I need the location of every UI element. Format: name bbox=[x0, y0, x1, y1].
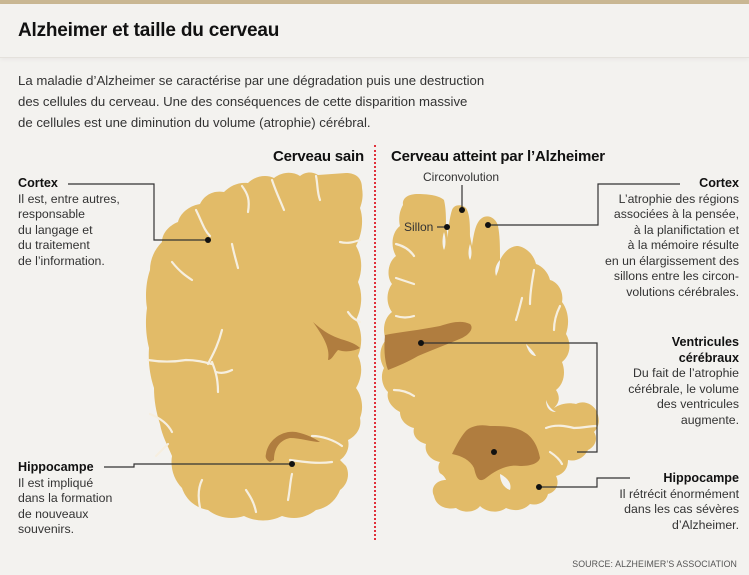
intro-line: La maladie d’Alzheimer se caractérise pa… bbox=[18, 73, 485, 88]
page-title: Alzheimer et taille du cerveau bbox=[18, 20, 280, 41]
alzheimer-hippocampus-label: Hippocampe Il rétrécit énormément dans l… bbox=[589, 471, 739, 533]
label-line: sillons entre les circon- bbox=[613, 269, 739, 283]
intro-line: de cellules est une diminution du volume… bbox=[18, 115, 371, 130]
alzheimer-cortex-label: Cortex L’atrophie des régions associées … bbox=[579, 176, 739, 300]
source-credit: SOURCE: ALZHEIMER’S ASSOCIATION bbox=[572, 559, 737, 569]
leader-dots bbox=[205, 207, 542, 490]
header: Alzheimer et taille du cerveau bbox=[0, 4, 749, 58]
label-line: à la planifictation et bbox=[633, 222, 739, 237]
label-line: de l’information. bbox=[18, 253, 105, 268]
label-line: Il rétrécit énormément bbox=[619, 486, 739, 501]
label-heading: cérébraux bbox=[678, 350, 739, 365]
ventricles-label: Ventricules cérébraux Du fait de l’atrop… bbox=[599, 335, 739, 428]
label-line: dans les cas sévères bbox=[624, 502, 739, 516]
label-line: du traitement bbox=[18, 238, 90, 252]
label-line: associées à la pensée, bbox=[613, 207, 739, 221]
alzheimer-brain-title: Cerveau atteint par l’Alzheimer bbox=[391, 148, 605, 165]
circonvolution-label: Circonvolution bbox=[423, 170, 500, 184]
leader-lines bbox=[68, 183, 680, 488]
label-line: responsable bbox=[18, 207, 85, 221]
healthy-brain-title: Cerveau sain bbox=[273, 148, 364, 165]
healthy-hippocampus-label: Hippocampe Il est impliqué dans la forma… bbox=[18, 460, 148, 538]
label-line: du langage et bbox=[18, 222, 93, 237]
label-heading: Hippocampe bbox=[18, 460, 94, 474]
label-heading: Ventricules bbox=[671, 335, 739, 349]
alzheimer-brain-icon bbox=[380, 194, 599, 512]
label-heading: Hippocampe bbox=[663, 471, 739, 485]
top-rule bbox=[0, 0, 749, 4]
sillon-label: Sillon bbox=[404, 220, 434, 234]
intro-line: des cellules du cerveau. Une des conséqu… bbox=[18, 94, 468, 109]
label-line: souvenirs. bbox=[18, 522, 75, 536]
label-line: d’Alzheimer. bbox=[672, 517, 739, 532]
label-line: dans la formation bbox=[18, 491, 113, 505]
label-line: volutions cérébrales. bbox=[626, 284, 739, 299]
intro-paragraph: La maladie d’Alzheimer se caractérise pa… bbox=[18, 70, 738, 133]
label-line: Il est impliqué bbox=[18, 475, 94, 490]
label-line: Il est, entre autres, bbox=[18, 191, 120, 206]
label-line: Du fait de l’atrophie bbox=[633, 366, 739, 380]
healthy-cortex-label: Cortex Il est, entre autres, responsable… bbox=[18, 176, 148, 269]
label-line: des ventricules bbox=[656, 397, 739, 411]
healthy-brain-icon bbox=[145, 172, 363, 521]
label-line: augmente. bbox=[680, 412, 739, 427]
label-heading: Cortex bbox=[699, 176, 739, 190]
label-line: L’atrophie des régions bbox=[618, 191, 739, 206]
section-divider bbox=[374, 145, 376, 540]
label-line: cérébrale, le volume bbox=[628, 381, 739, 396]
label-heading: Cortex bbox=[18, 176, 58, 190]
label-line: de nouveaux bbox=[18, 506, 89, 521]
label-line: à la mémoire résulte bbox=[627, 238, 739, 252]
label-line: en un élargissement des bbox=[605, 253, 739, 268]
